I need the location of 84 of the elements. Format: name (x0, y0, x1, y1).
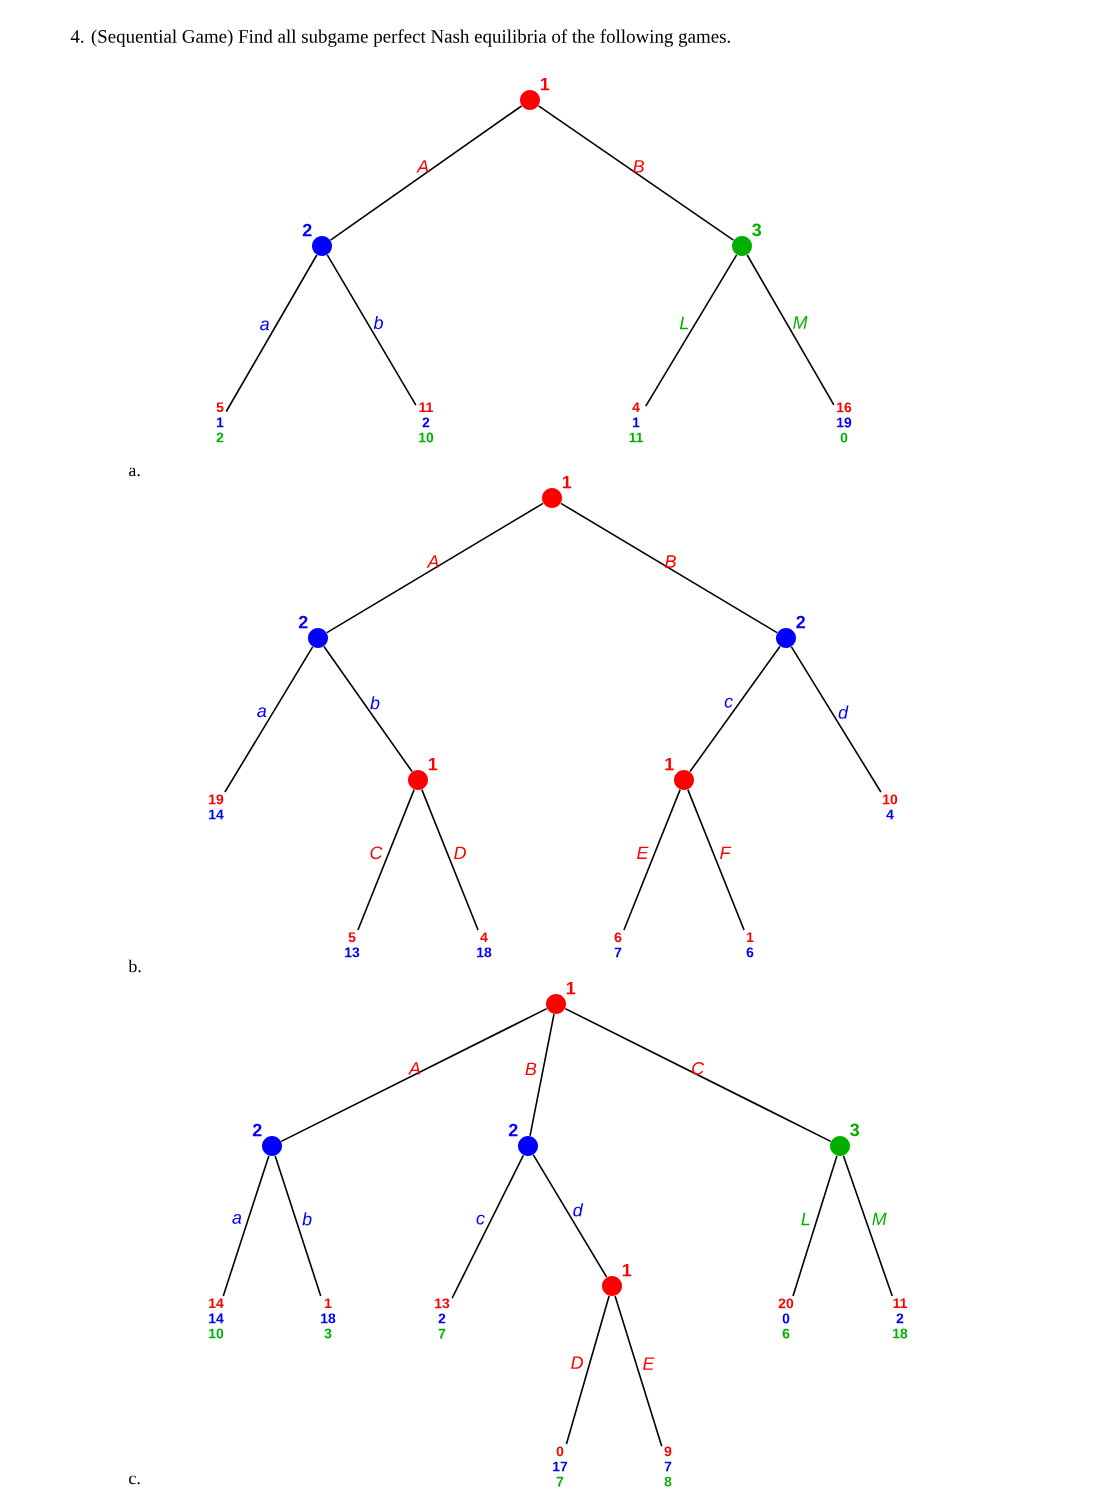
player-number: 1 (566, 981, 576, 995)
branch-line (529, 1013, 555, 1137)
question-title: 4. (Sequential Game) Find all subgame perfect Nash equilibria of the following games. (70, 29, 730, 47)
branch-line (326, 254, 417, 406)
action-label: d (838, 705, 849, 719)
branch-line (326, 502, 544, 634)
action-label: b (370, 696, 380, 710)
branch-line (564, 1007, 832, 1143)
branch-line (222, 1155, 270, 1297)
branch-line (537, 105, 735, 241)
action-label: C (692, 1062, 705, 1075)
branch-line (792, 1155, 838, 1297)
branch-line (421, 788, 479, 931)
branch-line (689, 645, 781, 773)
action-label: D (454, 846, 466, 859)
action-label: d (573, 1203, 584, 1217)
branch-line (274, 1155, 322, 1297)
player-number: 1 (540, 77, 550, 91)
action-label: L (801, 1212, 810, 1226)
action-label: A (408, 1062, 420, 1075)
part-label: b. (128, 959, 141, 973)
player-number: 1 (428, 757, 438, 771)
branch-line (224, 646, 314, 793)
branch-line (790, 646, 882, 793)
branch-line (225, 254, 318, 413)
action-label: L (679, 316, 689, 330)
part-label: a. (129, 467, 140, 477)
decision-node (546, 994, 566, 1014)
branch-line (532, 1154, 608, 1278)
branch-line (687, 788, 745, 931)
decision-node (308, 628, 328, 648)
branch-line (357, 788, 415, 931)
decision-node (312, 236, 332, 256)
branch-line (280, 1007, 548, 1143)
action-label: E (637, 846, 649, 859)
branch-line (560, 502, 778, 634)
player-number: 3 (752, 223, 762, 237)
action-label: D (571, 1356, 583, 1369)
player-number: 1 (665, 757, 674, 771)
action-label: E (643, 1357, 655, 1370)
action-label: M (872, 1212, 887, 1226)
action-label: C (370, 846, 383, 860)
action-label: B (525, 1062, 537, 1076)
part-label: c. (129, 1475, 140, 1485)
decision-node (520, 90, 540, 110)
action-label: F (720, 846, 732, 859)
action-label: B (633, 160, 644, 173)
decision-node (602, 1276, 622, 1296)
action-label: A (416, 160, 429, 173)
branch-line (614, 1295, 663, 1448)
action-label: c (476, 1214, 485, 1225)
action-label: a (257, 707, 267, 718)
decision-node (674, 770, 694, 790)
branch-line (451, 1154, 525, 1299)
action-label: M (793, 316, 808, 329)
player-number: 2 (298, 615, 308, 629)
action-label: B (665, 555, 676, 568)
player-number: 2 (252, 1123, 262, 1137)
player-number: 2 (508, 1123, 518, 1137)
action-label: b (373, 316, 383, 330)
player-number: 1 (562, 475, 572, 489)
decision-node (408, 770, 428, 790)
branch-line (842, 1155, 893, 1297)
action-label: b (302, 1212, 312, 1226)
player-number: 2 (796, 615, 805, 629)
branch-line (746, 254, 835, 406)
branch-line (323, 645, 413, 773)
action-label: a (232, 1214, 242, 1224)
decision-node (518, 1136, 538, 1156)
branch-line (565, 1295, 610, 1445)
decision-node (776, 628, 796, 648)
decision-node (830, 1136, 850, 1156)
player-number: 3 (850, 1123, 860, 1137)
player-number: 2 (302, 223, 312, 237)
decision-node (542, 488, 562, 508)
branch-line (329, 105, 523, 241)
action-label: a (260, 320, 270, 331)
decision-node (732, 236, 752, 256)
branch-line (644, 254, 738, 407)
action-label: c (724, 697, 733, 708)
action-label: A (426, 555, 439, 568)
decision-node (262, 1136, 282, 1156)
player-number: 1 (622, 1263, 632, 1277)
branch-line (623, 788, 681, 931)
